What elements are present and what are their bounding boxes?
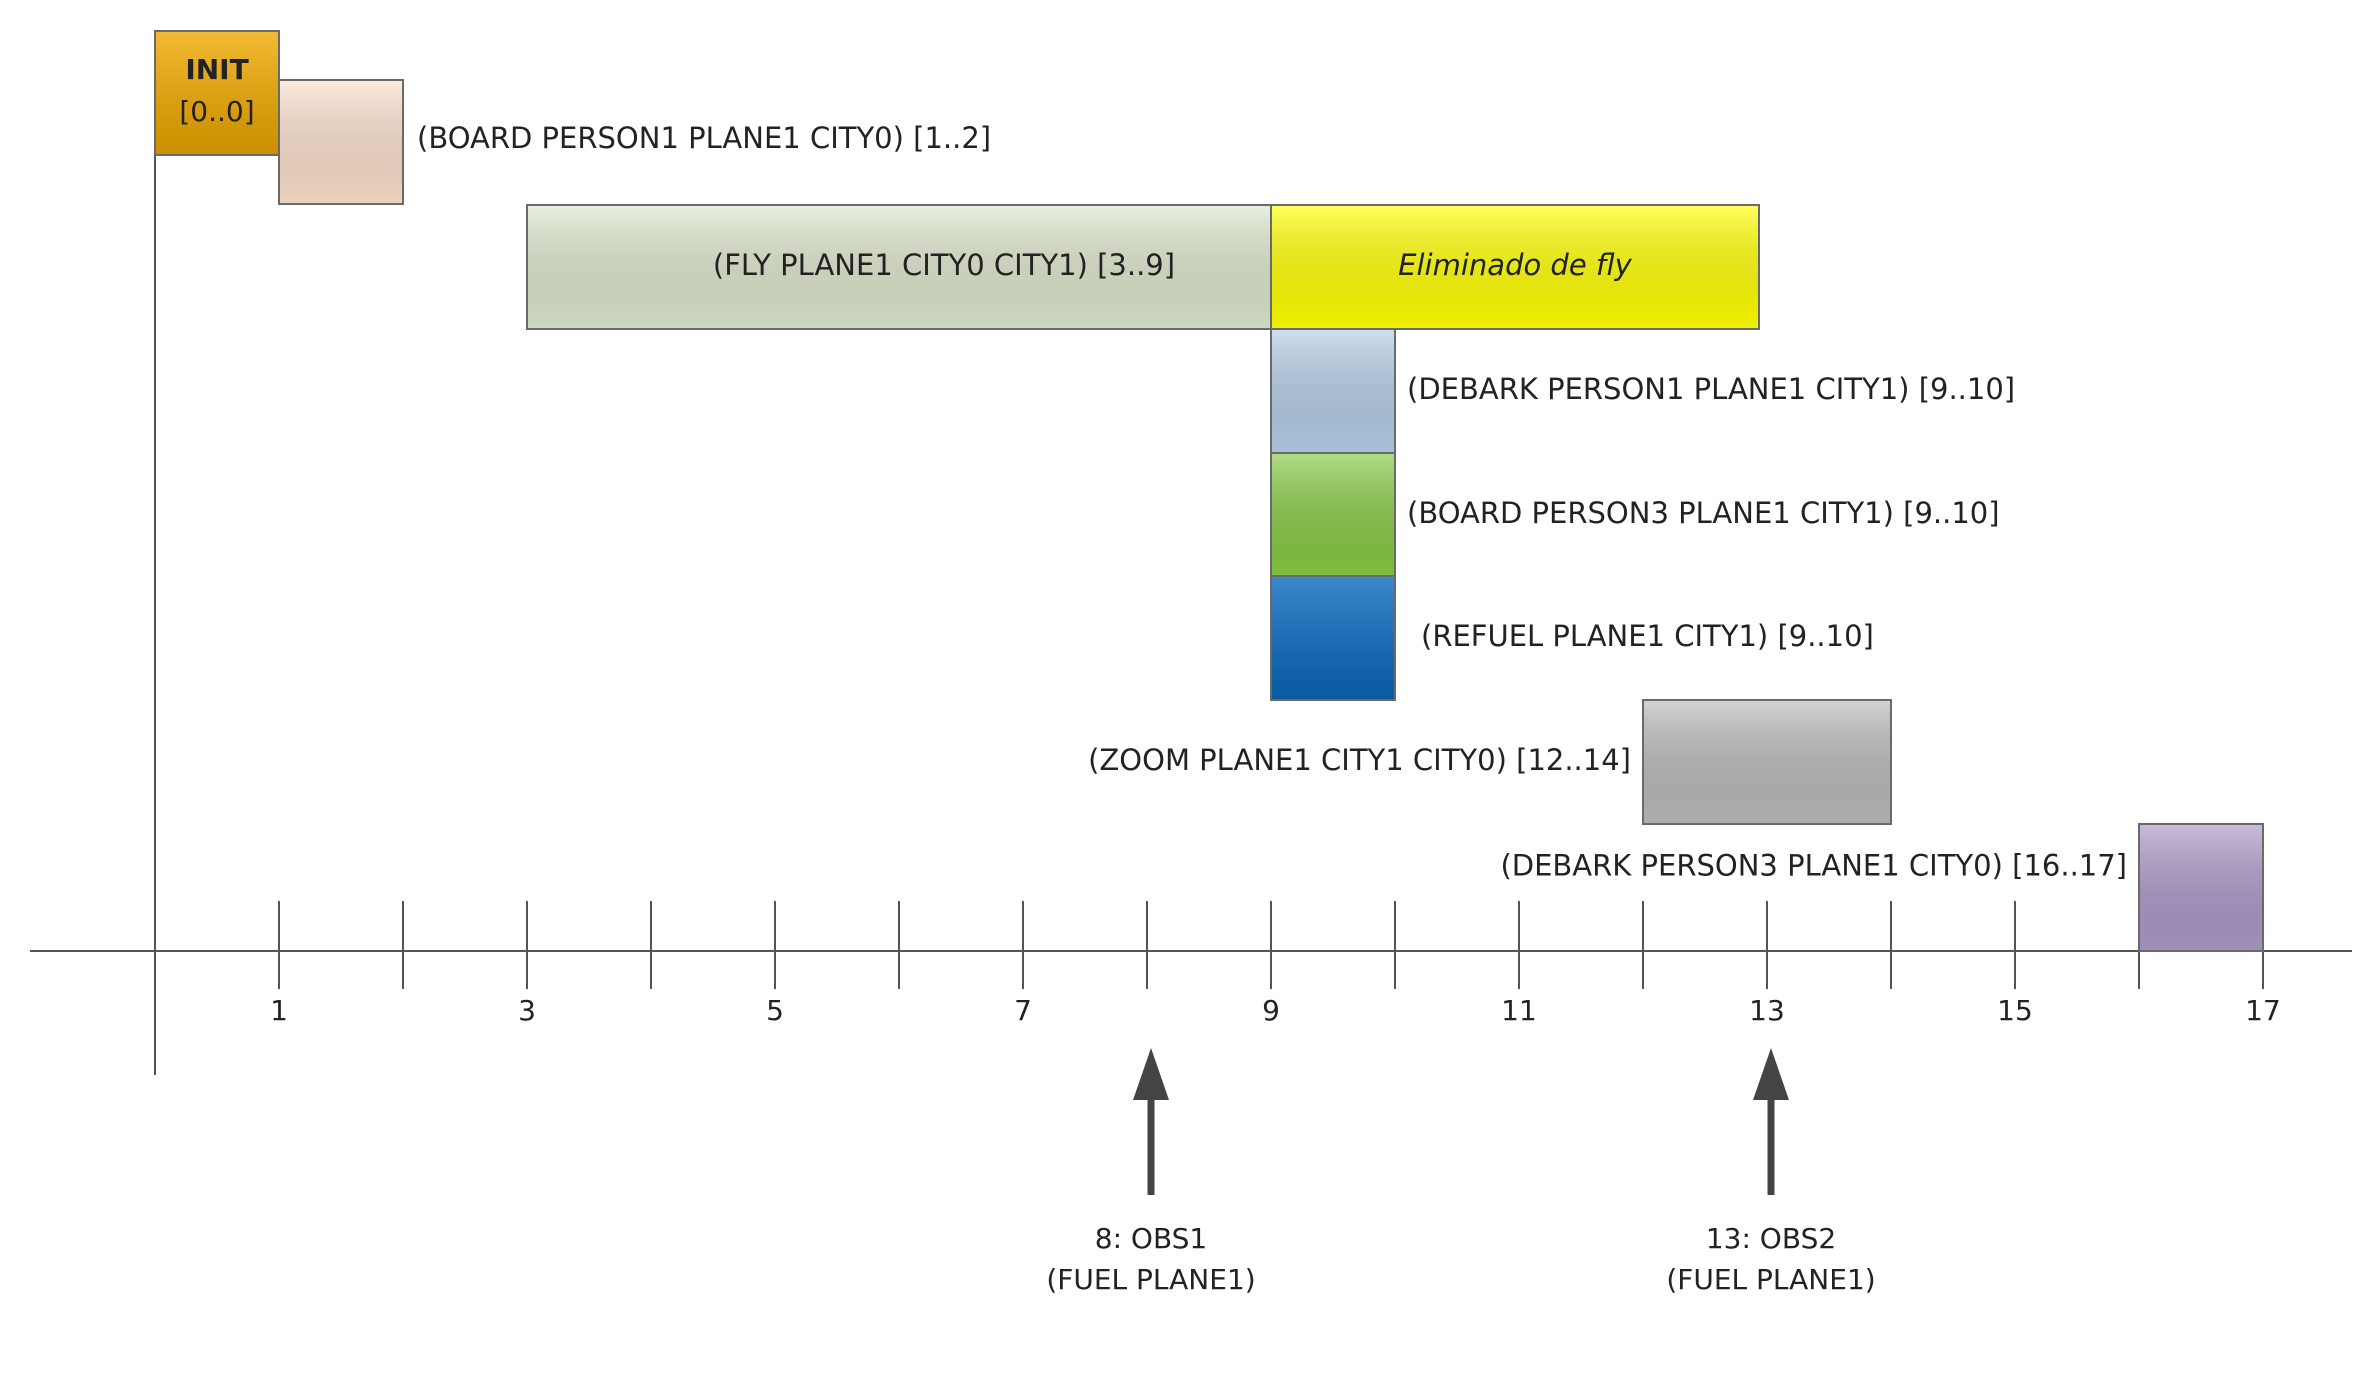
tick-label-13: 13 xyxy=(1749,994,1785,1027)
action-label-board-person3: (BOARD PERSON3 PLANE1 CITY1) [9..10] xyxy=(1407,496,2000,530)
observation-arrow-head-2 xyxy=(1753,1048,1789,1100)
action-bar-refuel-plane1-shading xyxy=(1272,577,1394,699)
action-bar-board-person1-shading xyxy=(280,81,402,203)
action-label-debark-person1: (DEBARK PERSON1 PLANE1 CITY1) [9..10] xyxy=(1407,372,2015,406)
init-title: INIT xyxy=(185,53,248,86)
action-bar-fly-plane1-shading xyxy=(528,206,1270,328)
tick-label-15: 15 xyxy=(1997,994,2033,1027)
action-bar-zoom-plane1-shading xyxy=(1644,701,1890,823)
init-range: [0..0] xyxy=(179,95,254,128)
tick-label-3: 3 xyxy=(518,994,536,1027)
observation-label-1: 8: OBS1 xyxy=(1095,1222,1208,1255)
tick-label-5: 5 xyxy=(766,994,784,1027)
action-label-zoom-plane1: (ZOOM PLANE1 CITY1 CITY0) [12..14] xyxy=(1088,743,1631,777)
tick-label-11: 11 xyxy=(1501,994,1537,1027)
action-label-fly-plane1: (FLY PLANE1 CITY0 CITY1) [3..9] xyxy=(713,248,1175,282)
tick-label-9: 9 xyxy=(1262,994,1280,1027)
tick-label-1: 1 xyxy=(270,994,288,1027)
action-label-board-person1: (BOARD PERSON1 PLANE1 CITY0) [1..2] xyxy=(417,121,991,155)
action-label-debark-person3: (DEBARK PERSON3 PLANE1 CITY0) [16..17] xyxy=(1500,849,2127,883)
observation-detail-2: (FUEL PLANE1) xyxy=(1666,1263,1875,1296)
action-bar-debark-person1-shading xyxy=(1272,330,1394,452)
observation-detail-1: (FUEL PLANE1) xyxy=(1046,1263,1255,1296)
removed-from-fly-box-shading xyxy=(1272,206,1758,328)
tick-label-7: 7 xyxy=(1014,994,1032,1027)
action-label-refuel-plane1: (REFUEL PLANE1 CITY1) [9..10] xyxy=(1421,619,1874,653)
action-bar-board-person3-shading xyxy=(1272,454,1394,576)
init-box-shading xyxy=(156,32,278,154)
action-bar-debark-person3-shading xyxy=(2140,825,2262,950)
tick-label-17: 17 xyxy=(2245,994,2281,1027)
removed-from-fly-label: Eliminado de fly xyxy=(1398,248,1632,282)
observation-label-2: 13: OBS2 xyxy=(1706,1222,1836,1255)
observation-arrow-head-1 xyxy=(1133,1048,1169,1100)
